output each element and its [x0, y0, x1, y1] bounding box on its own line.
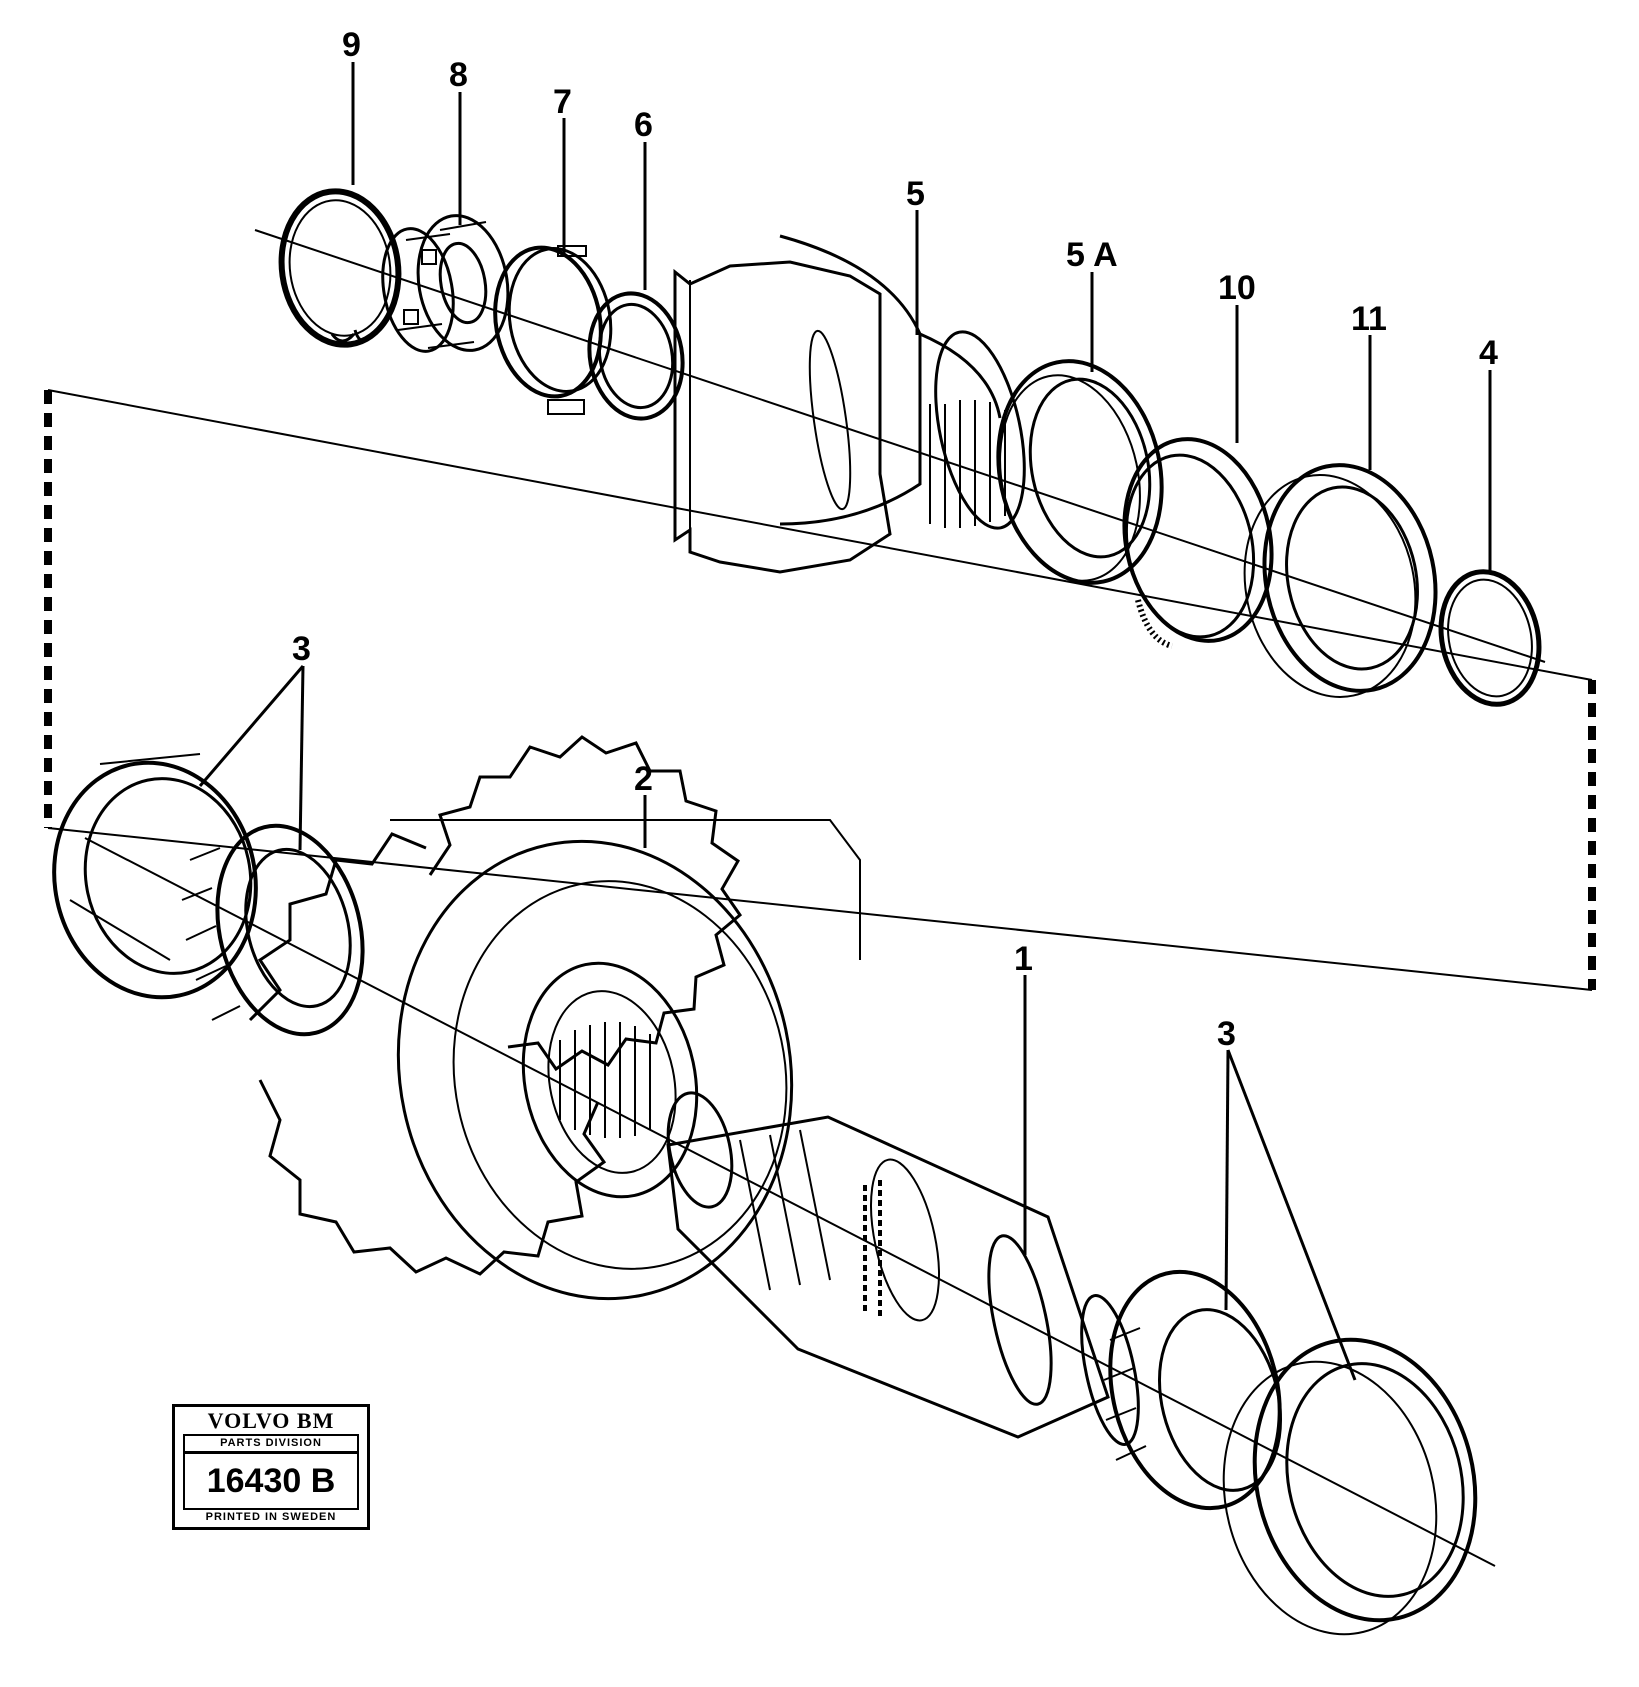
part-9-circlip	[278, 188, 402, 348]
part-8-slotted-nut	[381, 214, 510, 353]
part-6-washer	[587, 291, 685, 421]
stamp-number: 16430 B	[183, 1452, 359, 1510]
callout-5: 5	[906, 175, 925, 213]
part-3-right-bearing	[1103, 1269, 1478, 1636]
parts-division-stamp: VOLVO BM PARTS DIVISION 16430 B PRINTED …	[172, 1404, 370, 1530]
lower-center-line	[84, 837, 1496, 1567]
part-11-bearing-cup	[1243, 463, 1438, 698]
callout-9: 9	[342, 26, 361, 64]
leader-lines	[198, 62, 1492, 1381]
callout-5a: 5 A	[1066, 236, 1118, 274]
callout-6: 6	[634, 106, 653, 144]
part-2-gear	[248, 735, 861, 1301]
part-4-snap-ring	[1438, 569, 1542, 707]
part-1-shaft	[666, 1091, 1140, 1447]
callout-10: 10	[1218, 269, 1256, 307]
stamp-division: PARTS DIVISION	[183, 1434, 359, 1453]
callout-8: 8	[449, 56, 468, 94]
callout-3-right: 3	[1217, 1015, 1236, 1053]
callout-2: 2	[634, 760, 653, 798]
stamp-brand: VOLVO BM	[207, 1408, 335, 1433]
part-3-left-bearing	[52, 753, 365, 1037]
callout-11: 11	[1351, 300, 1387, 338]
callout-4: 4	[1479, 334, 1498, 372]
callout-1: 1	[1014, 940, 1033, 978]
callout-7: 7	[553, 83, 572, 121]
part-7-lock-ring	[493, 245, 613, 415]
part-5-yoke	[673, 234, 1026, 574]
stamp-printed: PRINTED IN SWEDEN	[205, 1511, 337, 1523]
upper-center-line	[254, 229, 1546, 663]
callout-3-left: 3	[292, 630, 311, 668]
